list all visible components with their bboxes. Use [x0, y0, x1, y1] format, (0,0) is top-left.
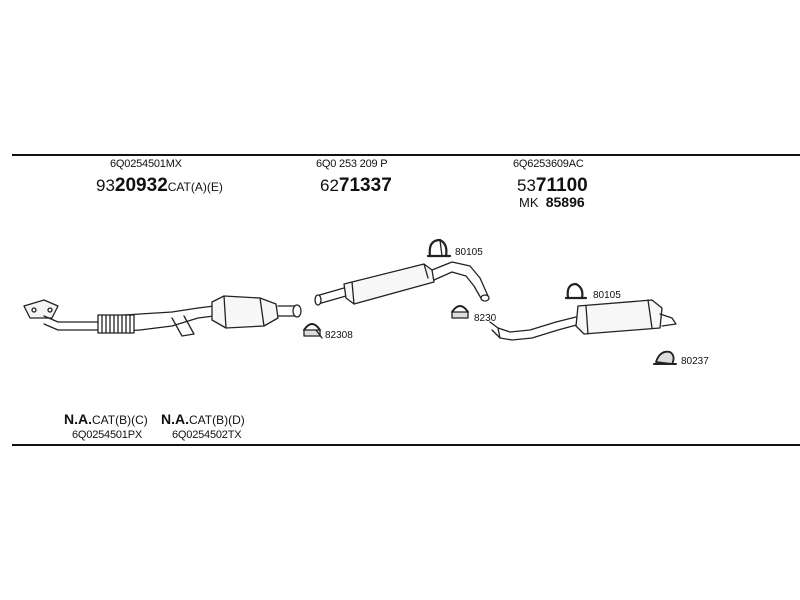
- clamp-82308-icon: [303, 323, 323, 339]
- na-item-2-oem: 6Q0254502TX: [172, 429, 242, 441]
- na-item-1-cat: CAT(B)(C): [92, 413, 148, 427]
- na-item-1-oem: 6Q0254501PX: [72, 429, 142, 441]
- na-item-1-na: N.A.: [64, 411, 92, 427]
- group-1-part-number: 9320932CAT(A)(E): [96, 176, 223, 195]
- group-2-number: 71337: [338, 175, 392, 196]
- group-3-mk-prefix: MK: [519, 195, 539, 210]
- catalytic-converter: [211, 295, 302, 329]
- fitting-label-80105-b: 80105: [593, 290, 621, 301]
- na-item-2: N.A.CAT(B)(D): [161, 412, 245, 426]
- hanger-80105-icon: [426, 238, 452, 258]
- group-1-prefix: 93: [96, 176, 115, 195]
- rubber-mount-80237-icon: [653, 350, 677, 365]
- na-item-1: N.A.CAT(B)(C): [64, 412, 148, 426]
- group-1-oem: 6Q0254501MX: [110, 158, 182, 170]
- group-3-mk-number: MK 85896: [519, 195, 585, 209]
- group-1-number: 20932: [114, 175, 168, 196]
- group-2-prefix: 62: [320, 176, 339, 195]
- na-item-2-na: N.A.: [161, 411, 189, 427]
- group-3-part-number: 5371100: [517, 176, 588, 195]
- group-3-prefix: 53: [517, 176, 536, 195]
- rear-silencer: [489, 299, 677, 341]
- fitting-label-82306: 82306: [474, 313, 502, 324]
- middle-silencer: [314, 261, 490, 306]
- front-pipe: [23, 299, 215, 337]
- group-3-number: 71100: [535, 175, 588, 196]
- group-1-suffix: CAT(A)(E): [167, 180, 223, 194]
- hanger-80105-rear-icon: [564, 282, 588, 300]
- bottom-divider: [12, 444, 800, 446]
- clamp-82306-icon: [451, 305, 469, 319]
- fitting-label-80237: 80237: [681, 356, 709, 367]
- top-divider: [12, 154, 800, 156]
- fitting-label-82308: 82308: [325, 330, 353, 341]
- group-2-oem: 6Q0 253 209 P: [316, 158, 388, 170]
- group-3-mk-value: 85896: [545, 194, 585, 210]
- fitting-label-80105-a: 80105: [455, 247, 483, 258]
- group-2-part-number: 6271337: [320, 176, 392, 195]
- group-3-oem: 6Q6253609AC: [513, 158, 584, 170]
- na-item-2-cat: CAT(B)(D): [189, 413, 245, 427]
